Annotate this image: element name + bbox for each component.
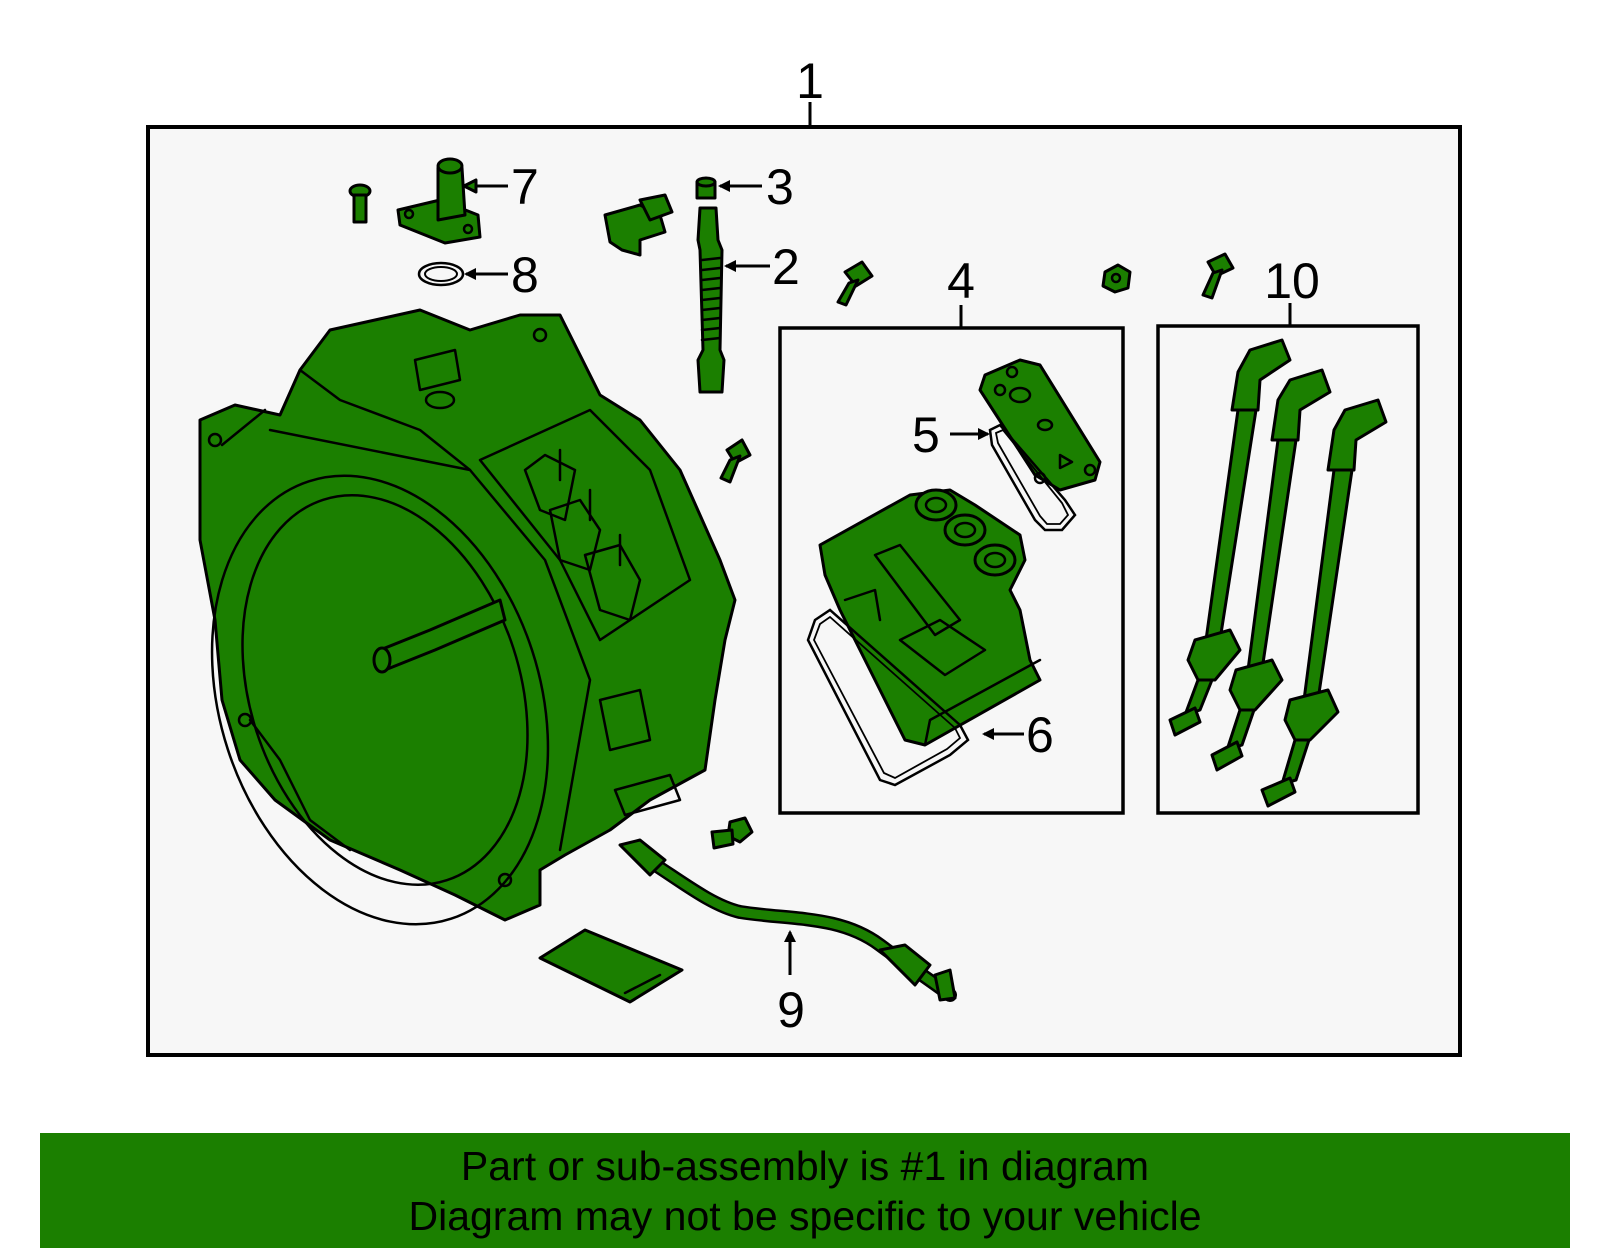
callout-8: 8 [511, 247, 539, 303]
transmission-housing [198, 308, 737, 926]
callout-9: 9 [777, 982, 805, 1038]
callout-3: 3 [766, 159, 794, 215]
bolt-d [710, 816, 754, 850]
bolt-c [719, 438, 752, 484]
gasket-6 [806, 608, 970, 787]
arrowhead-7 [462, 178, 478, 194]
banner-line-2: Diagram may not be specific to your vehi… [408, 1192, 1202, 1239]
bolt-b [1201, 252, 1235, 300]
disclaimer-banner: Part or sub-assembly is #1 in diagram Di… [40, 1133, 1570, 1248]
gasket-5 [988, 423, 1077, 532]
cap-3 [695, 176, 717, 200]
o-ring-8 [417, 261, 465, 287]
bolt-7 [348, 183, 372, 224]
arrowhead-5 [978, 428, 990, 440]
harness-10c [1260, 398, 1388, 808]
callout-5: 5 [912, 407, 940, 463]
sensor-cable-9 [618, 838, 957, 1002]
arrowhead-6 [982, 728, 994, 740]
banner-line-1: Part or sub-assembly is #1 in diagram [460, 1142, 1150, 1189]
cover-5 [978, 358, 1102, 492]
arrowhead-8 [464, 268, 476, 280]
callout-6: 6 [1026, 707, 1054, 763]
callout-10: 10 [1264, 253, 1320, 309]
callout-1: 1 [796, 53, 824, 109]
callout-2: 2 [772, 239, 800, 295]
stud-2 [696, 206, 726, 394]
callout-4: 4 [947, 253, 975, 309]
bolt-a [836, 260, 874, 307]
arrowhead-9 [784, 930, 796, 942]
label-plate [538, 928, 684, 1004]
arrowhead-2 [724, 260, 736, 272]
gasket-5-inner [994, 428, 1070, 525]
sensor-7 [396, 157, 482, 245]
harness-10b [1210, 368, 1332, 772]
gasket-6-inner [813, 615, 962, 780]
nut [1101, 263, 1132, 294]
callout-7: 7 [511, 159, 539, 215]
bracket-clip [603, 193, 674, 257]
harness-10a [1168, 338, 1292, 737]
arrowhead-3 [718, 180, 730, 192]
